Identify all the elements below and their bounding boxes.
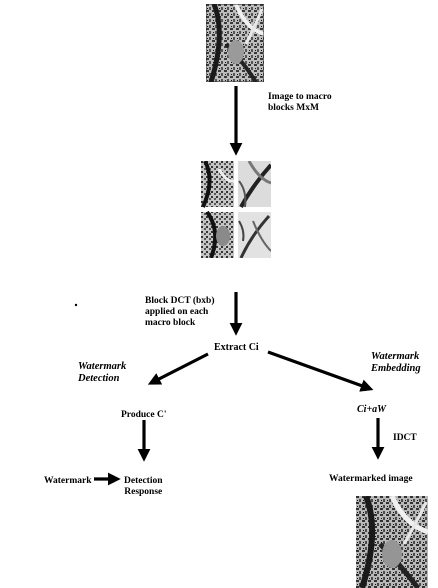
image-to-macro-label: Image to macro blocks MxM: [268, 92, 332, 113]
watermarked-image: [356, 496, 428, 588]
watermark-embedding-label: Watermark Embedding: [371, 351, 421, 374]
watermarked-image-label: Watermarked image: [329, 474, 413, 484]
block-dct-label: Block DCT (bxb) applied on each macro bl…: [145, 296, 215, 328]
produce-c-label: Produce C': [121, 410, 167, 420]
extract-ci-label: Extract Ci: [214, 342, 259, 353]
watermark-input-label: Watermark: [44, 476, 92, 486]
stray-dot: [74, 303, 78, 307]
original-image: [206, 4, 264, 82]
arrow-extract-to-produce: [147, 352, 209, 385]
ci-alpha-w-label: Ci+aW: [357, 404, 387, 415]
macro-blocks-image: [201, 161, 271, 258]
detection-response-label: Detection Response: [124, 476, 163, 497]
idct-label: IDCT: [393, 433, 417, 443]
watermark-detection-label: Watermark Detection: [78, 361, 127, 384]
arrow-extract-to-embed: [267, 350, 374, 392]
